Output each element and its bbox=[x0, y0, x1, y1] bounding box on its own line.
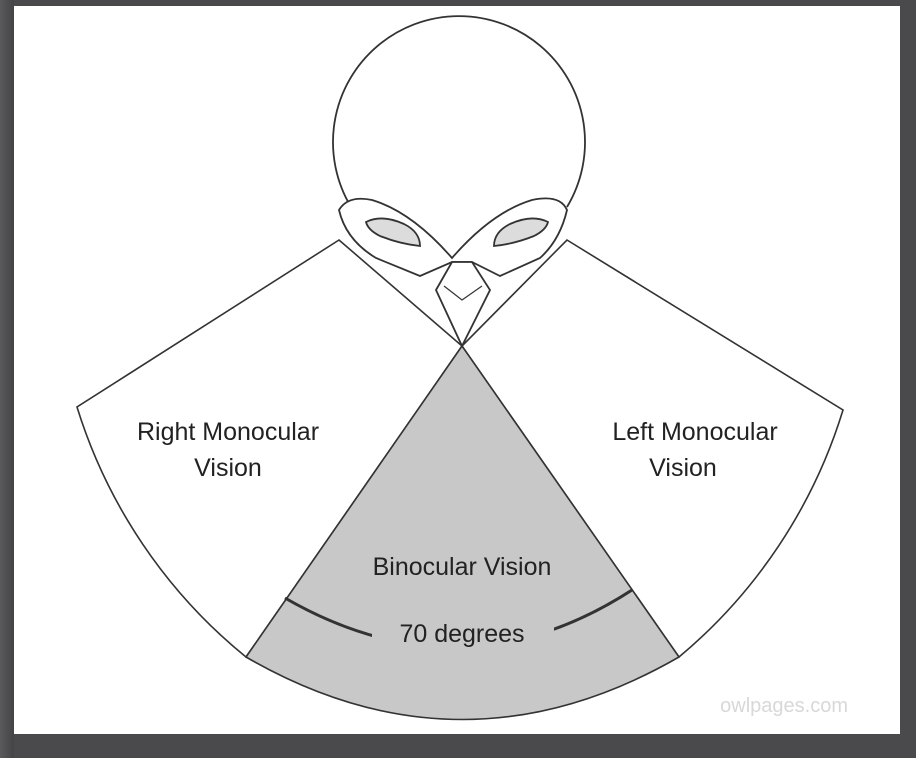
left-monocular-label-line2: Vision bbox=[649, 454, 717, 482]
watermark-text: owlpages.com bbox=[720, 695, 848, 717]
angle-label: 70 degrees bbox=[399, 620, 524, 648]
left-monocular-label-line1: Left Monocular bbox=[612, 418, 777, 446]
right-monocular-label-line2: Vision bbox=[194, 454, 262, 482]
binocular-label: Binocular Vision bbox=[373, 553, 552, 581]
owl-head-outline bbox=[333, 16, 585, 207]
right-monocular-label-line1: Right Monocular bbox=[137, 418, 319, 446]
